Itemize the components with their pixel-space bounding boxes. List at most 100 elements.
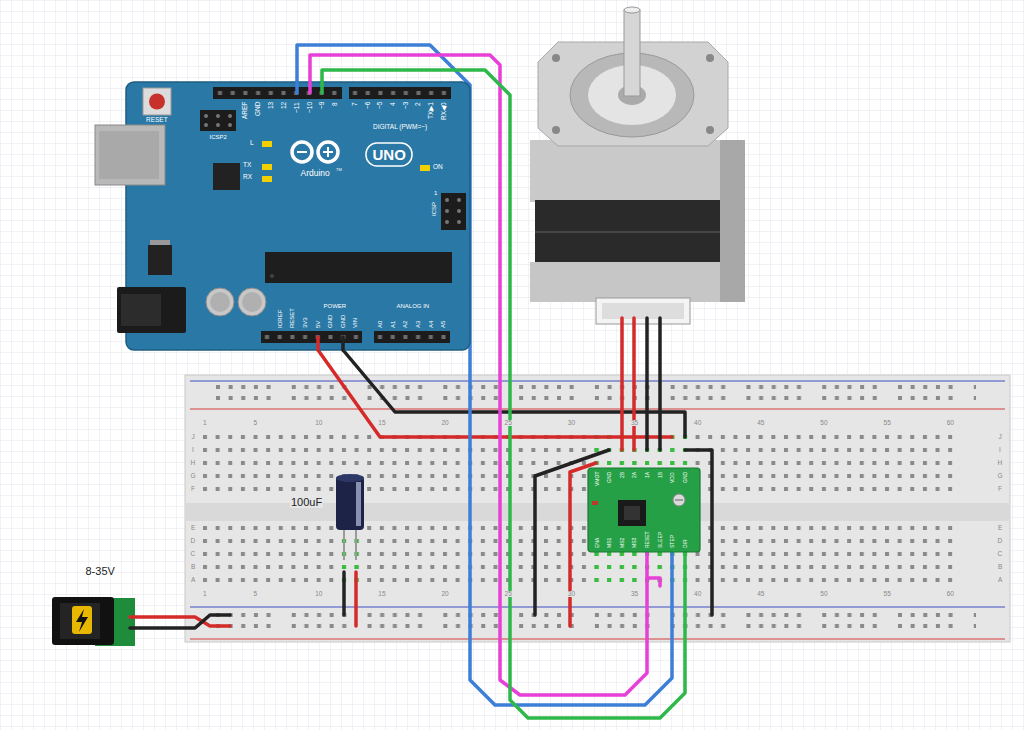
column-number: 50 <box>819 420 828 427</box>
row-letter: G <box>997 473 1004 480</box>
usb-connector <box>95 125 165 185</box>
row-letter: D <box>190 538 197 545</box>
capacitor <box>238 288 266 316</box>
pin-label: 2A <box>632 472 637 478</box>
pin-label: 1A <box>645 472 650 478</box>
pin-label: GND <box>340 315 346 328</box>
reset-button <box>143 88 171 115</box>
pin-label: GND <box>683 472 688 483</box>
pin-label: ~9 <box>319 102 326 109</box>
reset-button-cap <box>149 94 165 110</box>
row-letter: E <box>190 525 196 532</box>
logo-ring <box>318 142 338 162</box>
column-number: 55 <box>883 420 892 427</box>
row-letter: E <box>997 525 1003 532</box>
power-jack <box>117 287 186 333</box>
pin-label: AREF <box>242 102 249 119</box>
wire-end <box>295 82 299 93</box>
capacitor-top <box>242 292 262 312</box>
motor-side <box>720 140 745 302</box>
pin-label: VIN <box>352 318 358 328</box>
pin-label: L <box>250 139 254 146</box>
pin-label: RESET <box>645 531 650 548</box>
header-pin <box>204 114 208 118</box>
pin-label: MS3 <box>632 538 637 548</box>
pin-label: 3V3 <box>302 317 308 328</box>
pin-label: 1 <box>434 190 437 196</box>
row-letter: F <box>997 486 1003 493</box>
shaft-end <box>624 7 640 13</box>
usb-chip <box>213 163 240 190</box>
capacitor <box>206 288 234 316</box>
header-pin <box>216 114 220 118</box>
pin-label: GND <box>607 472 612 483</box>
wire-end <box>308 82 312 93</box>
pin-label: ~6 <box>365 102 372 109</box>
pin-label: 5V <box>315 321 321 328</box>
wire-end <box>316 337 320 350</box>
column-number: 5 <box>253 420 259 427</box>
motor-connector <box>596 298 690 324</box>
column-number: 20 <box>440 591 449 598</box>
motor-stator <box>535 200 740 265</box>
pin-label: 8 <box>332 102 339 106</box>
column-number: 20 <box>440 420 449 427</box>
pin-label: ~3 <box>403 102 410 109</box>
pin-label: RX◀0 <box>441 102 448 120</box>
logo-plus <box>327 147 329 157</box>
connector-housing <box>602 303 684 319</box>
row-letter: G <box>190 473 197 480</box>
capacitor-value: 100uF <box>290 497 323 508</box>
pin-label: ~10 <box>307 102 314 113</box>
power-symbol <box>72 606 92 634</box>
screw-hole <box>552 126 560 134</box>
pin-label: Arduino <box>301 169 330 178</box>
column-number: 25 <box>504 420 513 427</box>
icsp-header <box>441 193 466 230</box>
pin-label: 12 <box>281 102 288 109</box>
digital-header <box>349 87 451 99</box>
analog-header <box>374 331 450 343</box>
pin-label: 7 <box>352 102 359 106</box>
power-wire <box>318 350 672 437</box>
column-number: 60 <box>946 420 955 427</box>
pin-label: DIR <box>683 539 688 548</box>
voltage-regulator <box>148 245 172 275</box>
pin-label: DIGITAL (PWM=~) <box>373 124 427 131</box>
power-wire <box>130 617 230 626</box>
logo-minus <box>297 151 307 153</box>
column-number: 40 <box>693 591 702 598</box>
jumper-wire <box>647 578 660 586</box>
wire-end <box>341 337 345 350</box>
pin-label: A5 <box>440 321 446 328</box>
capacitor-leg <box>343 528 345 560</box>
lightning-bolt <box>76 609 88 632</box>
screw-hole <box>706 54 714 62</box>
motor-seam <box>535 231 740 233</box>
row-letter: A <box>190 577 196 584</box>
breadboard-holes <box>203 526 953 591</box>
column-number: 40 <box>693 420 702 427</box>
power-wire <box>354 572 358 626</box>
row-letter: F <box>190 486 196 493</box>
column-number: 60 <box>946 591 955 598</box>
led <box>420 165 430 171</box>
pin-label: STEP <box>670 535 675 548</box>
column-number: 5 <box>253 591 259 598</box>
row-letter: C <box>997 551 1004 558</box>
analog-header-pins <box>374 331 450 343</box>
row-letter: I <box>998 447 1002 454</box>
pin-label: A1 <box>390 321 396 328</box>
logo-ring <box>292 142 312 162</box>
motor-body <box>530 262 745 302</box>
column-number: 30 <box>567 591 576 598</box>
row-letter: B <box>997 564 1003 571</box>
pin-label: ICSP2 <box>210 134 227 140</box>
column-number: 50 <box>819 591 828 598</box>
pin-label: A2 <box>402 321 408 328</box>
microcontroller-chip <box>265 252 452 283</box>
column-number: 10 <box>314 420 323 427</box>
power-header <box>261 331 362 343</box>
header-pin <box>228 123 232 127</box>
